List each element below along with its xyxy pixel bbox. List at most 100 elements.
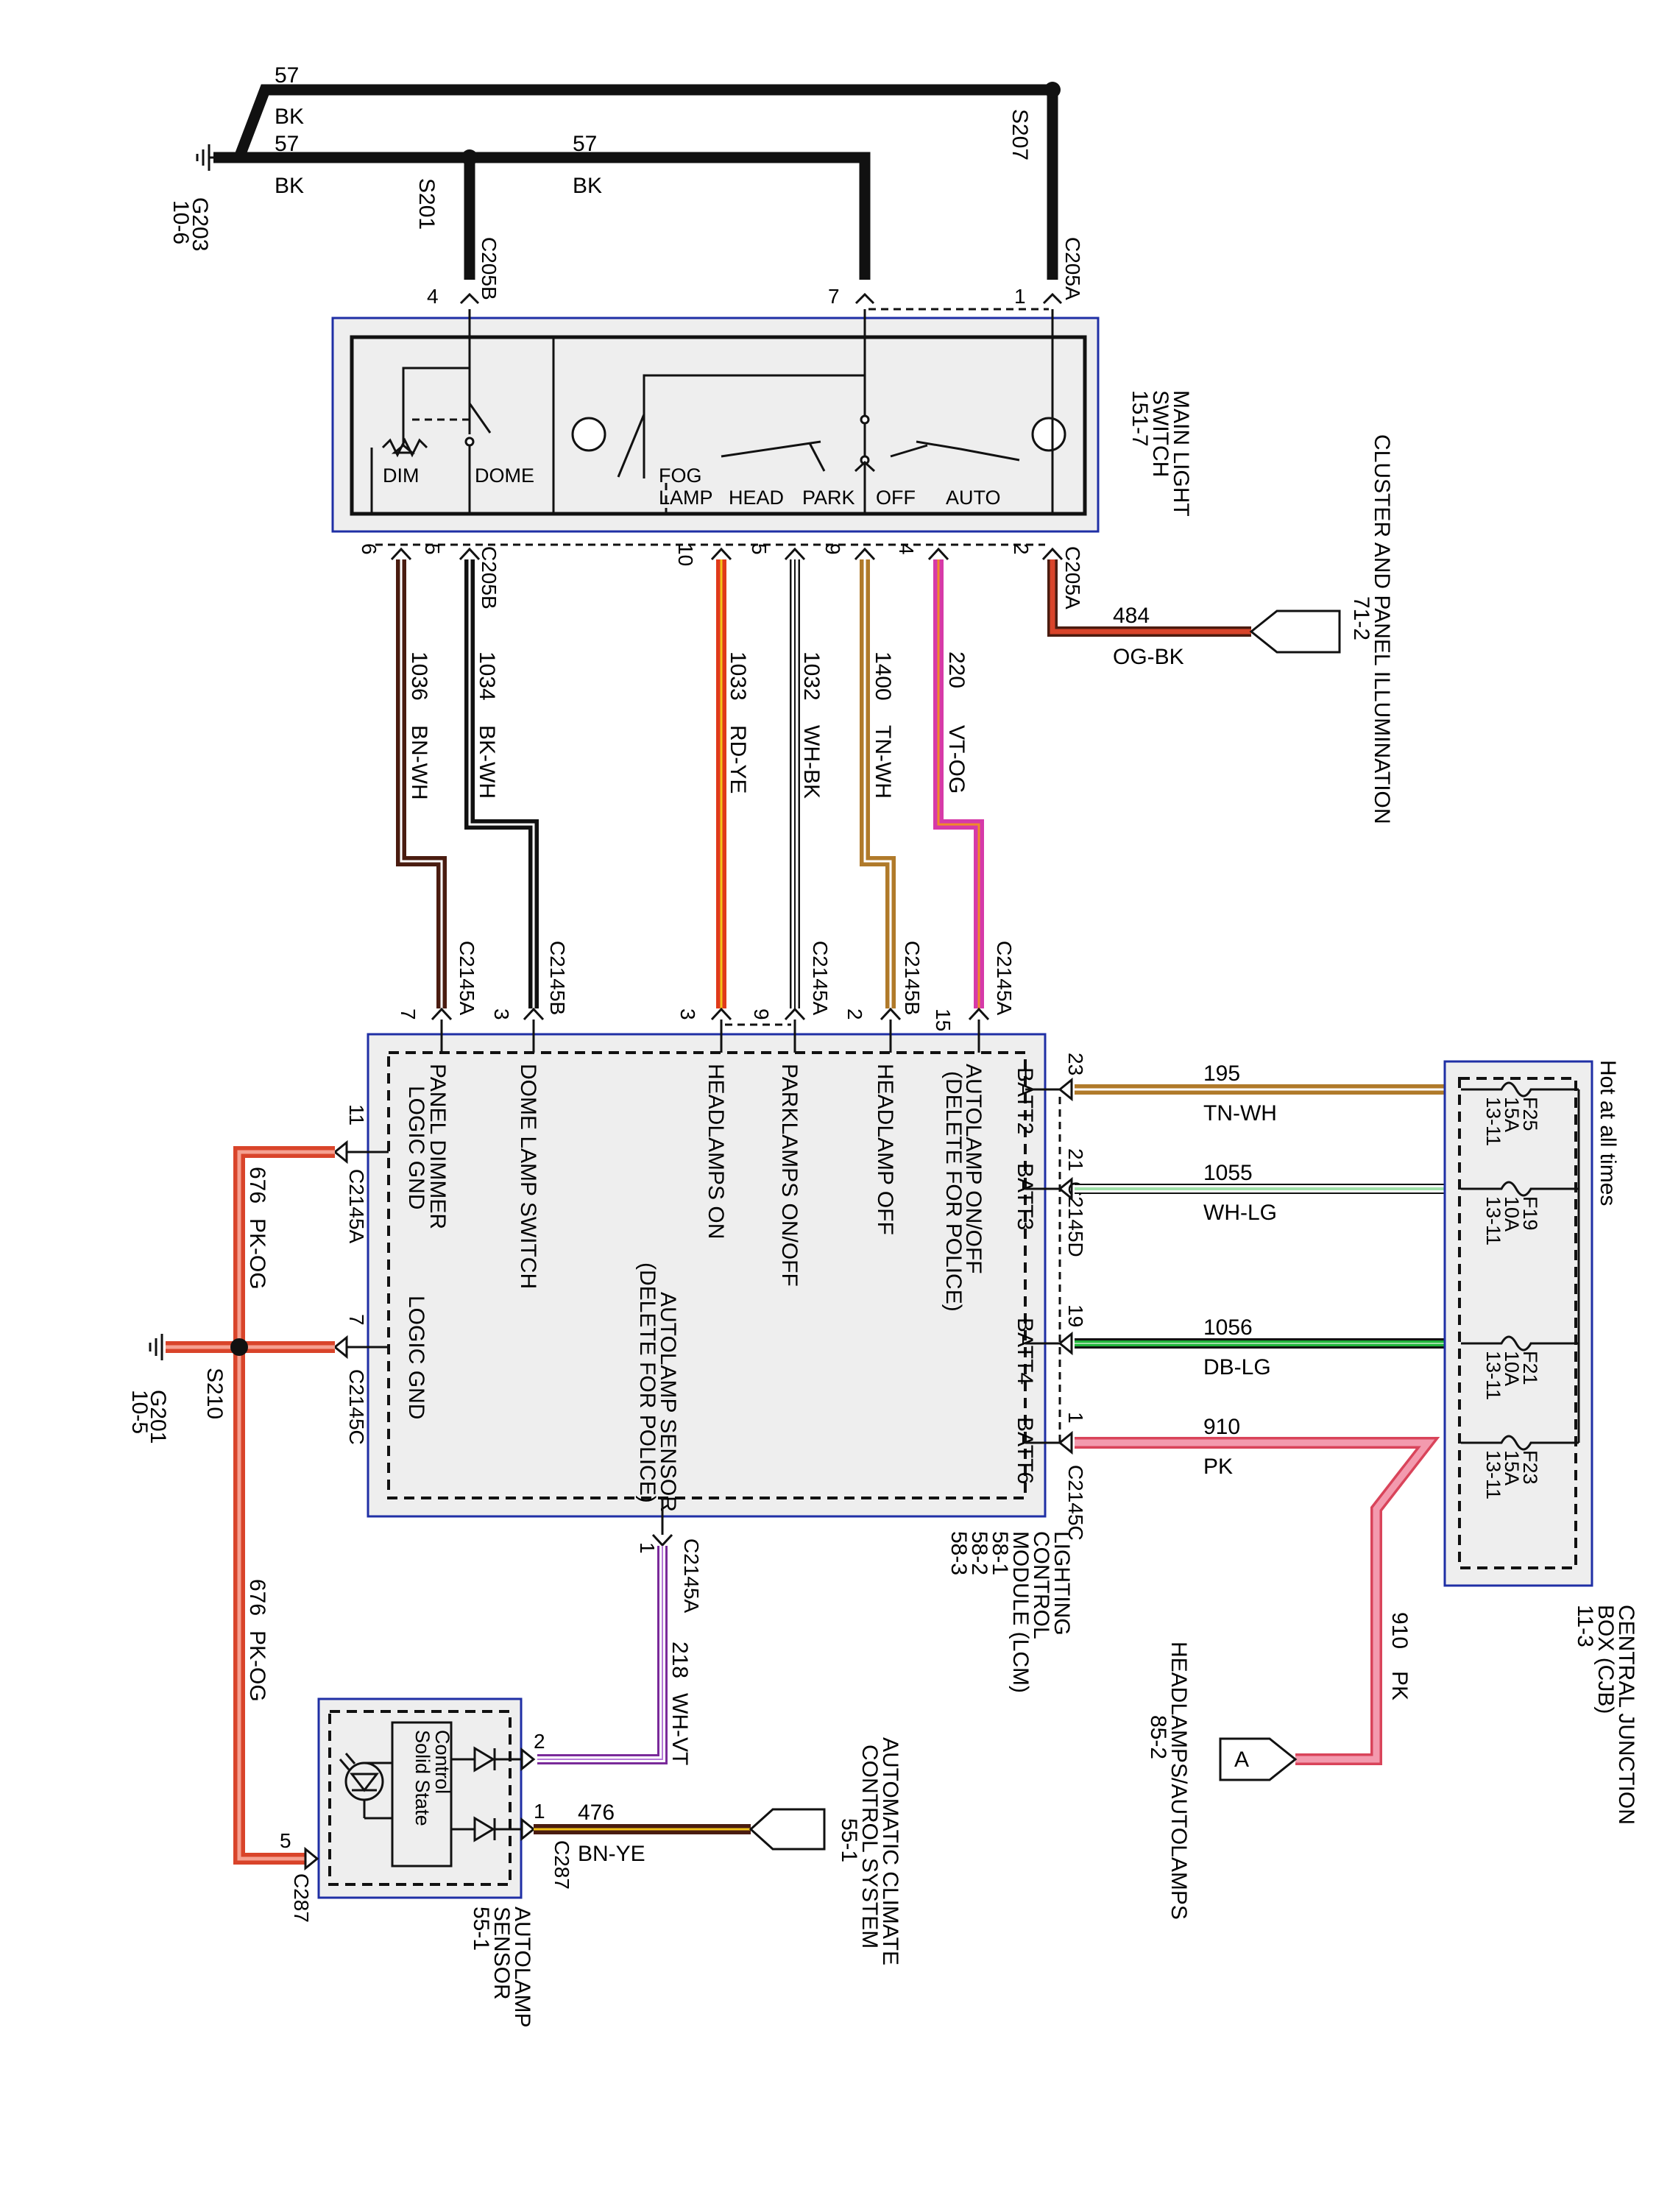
ground-wires: 57 BK 57 BK 57 BK G203 10-6 S201 S207 — [169, 63, 1061, 280]
wire-label: 218 — [668, 1642, 692, 1678]
lcm-title: CONTROL — [1029, 1531, 1053, 1639]
switch-position-label: AUTO — [946, 487, 1001, 509]
lcm-input-label: HEADLAMP OFF — [873, 1064, 897, 1235]
wire-57-switch-7 — [470, 152, 871, 280]
wire-color-label: WH-VT — [668, 1693, 692, 1765]
connector-arrow-icon — [459, 292, 1063, 305]
sensor-title: SENSOR — [489, 1907, 514, 2000]
pin-label: 1 — [534, 1800, 545, 1823]
wire-color-label: OG-BK — [1113, 645, 1184, 669]
pin-label: 2 — [843, 1008, 866, 1020]
pin-label: 19 — [1064, 1304, 1087, 1327]
pin-label: 7 — [345, 1314, 368, 1326]
sensor-title: 55-1 — [469, 1907, 493, 1951]
connector-label: C287 — [290, 1873, 313, 1923]
switch-body — [350, 335, 1087, 516]
switch-position-label: HEAD — [729, 487, 784, 509]
wire-label: 57 — [275, 63, 299, 88]
fuse-label: F19 — [1519, 1196, 1541, 1231]
pin-label: 4 — [895, 543, 918, 555]
connector-arrow-icon — [431, 1007, 990, 1021]
splice-s201-label: S201 — [414, 178, 439, 230]
ground-g203-page: 10-6 — [169, 200, 193, 244]
diode-icon — [451, 1746, 521, 1842]
connector-arrow-icon — [1058, 1077, 1073, 1455]
connector-label: C2145A — [993, 941, 1016, 1016]
lcm-input-label: PARKLAMPS ON/OFF — [777, 1064, 802, 1287]
lamp-icon — [571, 417, 606, 452]
sensor-inner-label: Control — [431, 1730, 453, 1794]
connector-label: C2145A — [345, 1169, 368, 1244]
wire-color-label: PK-OG — [245, 1218, 269, 1290]
fuse-label: 13-11 — [1482, 1351, 1504, 1400]
fuse-label: F23 — [1519, 1450, 1541, 1485]
lcm-title: 58-3 — [946, 1531, 971, 1575]
switch-position-label: OFF — [876, 487, 916, 509]
ground-g203-label: G203 — [188, 197, 212, 251]
lcm-sensor-label: AUTOLAMP SENSOR — [656, 1292, 680, 1512]
headlamps-title: HEADLAMPS/AUTOLAMPS — [1167, 1642, 1191, 1920]
connector-tag-icon — [1249, 609, 1341, 654]
wire-color-label: DB-LG — [1203, 1355, 1271, 1379]
pin-label: 3 — [490, 1008, 513, 1020]
connector-tag-label: A — [1234, 1748, 1249, 1772]
lcm-input-label: (DELETE FOR POLICE) — [941, 1071, 966, 1312]
connector-label: C205A — [1061, 546, 1084, 609]
wire-label: 910 — [1387, 1612, 1412, 1649]
sensor-title: AUTOLAMP — [510, 1907, 534, 2028]
cluster-title: CLUSTER AND PANEL ILLUMINATION — [1370, 434, 1394, 824]
batt-label: BATT2 — [1013, 1067, 1037, 1134]
lcm-sensor-label: (DELETE FOR POLICE) — [635, 1262, 659, 1503]
power-wires: 195 TN-WH 1055 WH-LG 1056 DB-LG 910 PK A… — [1075, 1061, 1461, 1920]
splice-s210-dot — [230, 1338, 248, 1356]
wire-label: 1034 — [475, 651, 499, 701]
lcm-title: 58-1 — [988, 1531, 1012, 1575]
wire-57-top — [233, 84, 1058, 243]
wire-label: 57 — [275, 132, 299, 156]
lcm-input-label: HEADLAMPS ON — [704, 1064, 728, 1239]
climate-control-connection: 476 BN-YE AUTOMATIC CLIMATE CONTROL SYST… — [534, 1737, 902, 1965]
cluster-title: 71-2 — [1349, 596, 1373, 640]
pin-label: 1 — [1064, 1412, 1087, 1424]
wire-color-label: TN-WH — [871, 725, 895, 799]
pin-label: 2 — [534, 1730, 545, 1753]
wire-color-label: PK — [1387, 1671, 1412, 1700]
wire-label: 1036 — [407, 651, 431, 701]
rheostat-icon — [381, 437, 428, 458]
wire-color-label: VT-OG — [944, 725, 969, 794]
wire-label: 1032 — [799, 651, 824, 701]
connector-label: C2145A — [456, 941, 478, 1016]
lcm-input-label: AUTOLAMP ON/OFF — [961, 1064, 986, 1274]
lcm-housing — [367, 1033, 1047, 1518]
wire-label: 1400 — [871, 651, 895, 701]
pin-label: 10 — [674, 543, 697, 566]
lcm-logic-gnd-label: LOGIC GND — [404, 1296, 428, 1419]
pin-label: 1 — [1014, 285, 1026, 308]
fuse-label: F21 — [1519, 1351, 1541, 1385]
climate-title: CONTROL SYSTEM — [857, 1745, 882, 1948]
pin-label: 7 — [397, 1008, 420, 1020]
lcm-title: MODULE (LCM) — [1008, 1531, 1033, 1693]
pin-label: 9 — [821, 543, 844, 555]
cjb-body — [1458, 1077, 1577, 1569]
switch-title: MAIN LIGHT — [1169, 390, 1193, 517]
wire-label: 676 — [245, 1579, 269, 1616]
logic-ground-wires: 676 PK-OG 676 PK-OG S210 G201 10-5 — [127, 1146, 335, 1865]
switch-internals — [370, 309, 1066, 514]
connector-tag-icon — [749, 1808, 826, 1851]
cjb-hot-label: Hot at all times — [1596, 1060, 1620, 1206]
switch-position-label: PARK — [802, 487, 855, 509]
connector-tag-icon — [1219, 1737, 1298, 1781]
pin-label: 5 — [421, 543, 444, 555]
connector-label: C2145B — [901, 941, 924, 1015]
wire-label: 1033 — [726, 651, 750, 701]
wire-label: 484 — [1113, 604, 1150, 628]
pin-label: 9 — [750, 1008, 773, 1020]
fuse-label: 15A — [1501, 1450, 1523, 1485]
connector-label: C2145A — [809, 941, 832, 1016]
switch-position-label: FOG — [659, 464, 702, 487]
sensor-body — [328, 1710, 512, 1886]
wire-color-label: WH-BK — [799, 725, 824, 799]
